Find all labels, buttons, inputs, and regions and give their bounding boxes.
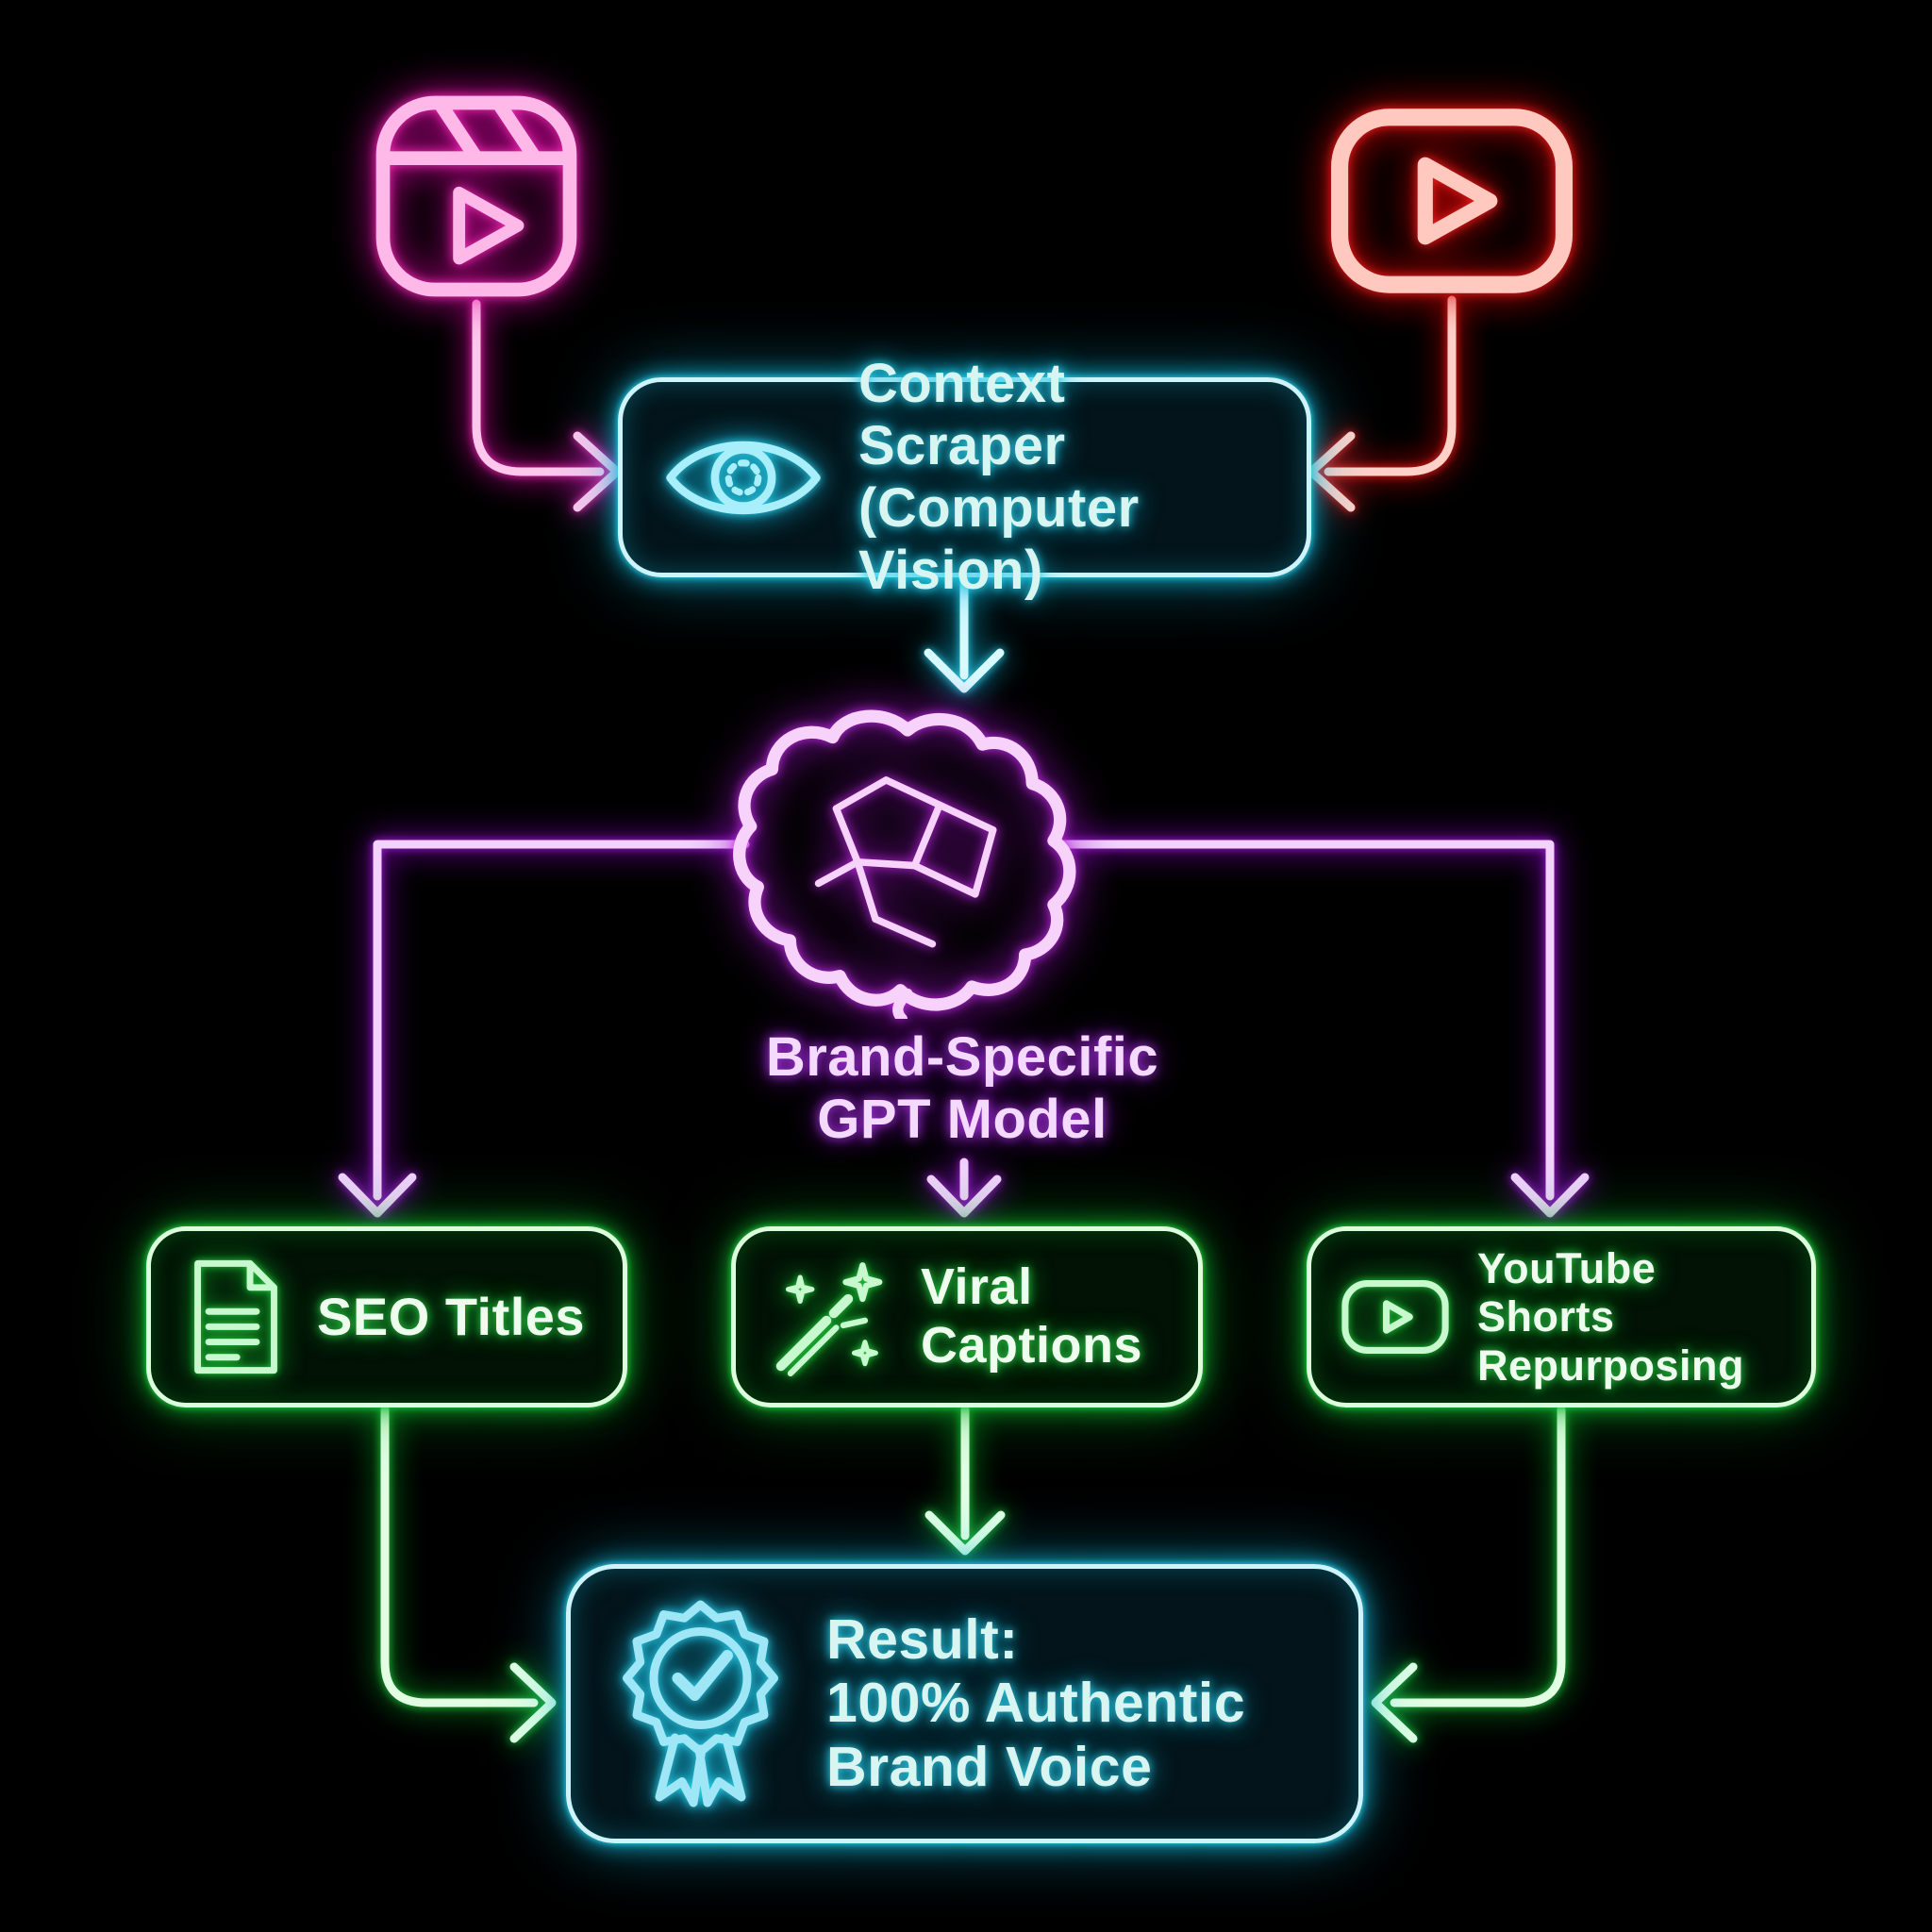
connector-gpt-to-captions	[926, 1158, 1002, 1218]
context-scraper-label-line2: (Computer Vision)	[858, 477, 1140, 602]
connector-scraper-to-gpt	[924, 575, 1005, 693]
node-seo-titles: SEO Titles	[146, 1226, 627, 1407]
gpt-model-label: Brand-Specific GPT Model	[670, 1026, 1255, 1151]
connector-reels-to-scraper	[472, 299, 622, 512]
node-youtube-shorts: YouTube Shorts Repurposing	[1307, 1226, 1816, 1407]
result-label-line1: Result:	[826, 1608, 1019, 1672]
youtube-icon	[1328, 106, 1575, 296]
youtube-shorts-label-line1: YouTube Shorts	[1477, 1244, 1657, 1341]
youtube-play-icon	[1340, 1276, 1451, 1357]
connector-shorts-to-result	[1371, 1405, 1566, 1743]
context-scraper-label-line1: Context Scraper	[858, 352, 1066, 476]
seo-titles-label: SEO Titles	[317, 1287, 586, 1347]
award-badge-icon	[608, 1591, 792, 1817]
node-viral-captions: Viral Captions	[731, 1226, 1203, 1407]
connector-seo-to-result	[380, 1405, 557, 1743]
node-result: Result: 100% Authentic Brand Voice	[566, 1564, 1363, 1843]
eye-icon	[662, 424, 824, 532]
document-icon	[187, 1257, 285, 1377]
brain-icon	[728, 698, 1087, 1019]
youtube-shorts-label-line2: Repurposing	[1477, 1341, 1744, 1390]
instagram-reels-icon	[373, 92, 580, 300]
connector-gpt-to-shorts	[1059, 840, 1590, 1218]
result-label-line3: Brand Voice	[826, 1735, 1153, 1798]
node-context-scraper: Context Scraper (Computer Vision)	[618, 353, 1311, 601]
connector-gpt-to-seo	[338, 840, 750, 1218]
viral-captions-label-line1: Viral	[921, 1258, 1033, 1316]
gpt-model-label-line2: GPT Model	[817, 1089, 1108, 1151]
magic-wand-icon	[764, 1251, 896, 1383]
result-label-line2: 100% Authentic	[826, 1672, 1246, 1735]
connector-youtube-to-scraper	[1307, 295, 1457, 512]
connector-captions-to-result	[924, 1405, 1006, 1556]
gpt-model-label-line1: Brand-Specific	[765, 1026, 1159, 1088]
viral-captions-label-line2: Captions	[921, 1317, 1143, 1374]
